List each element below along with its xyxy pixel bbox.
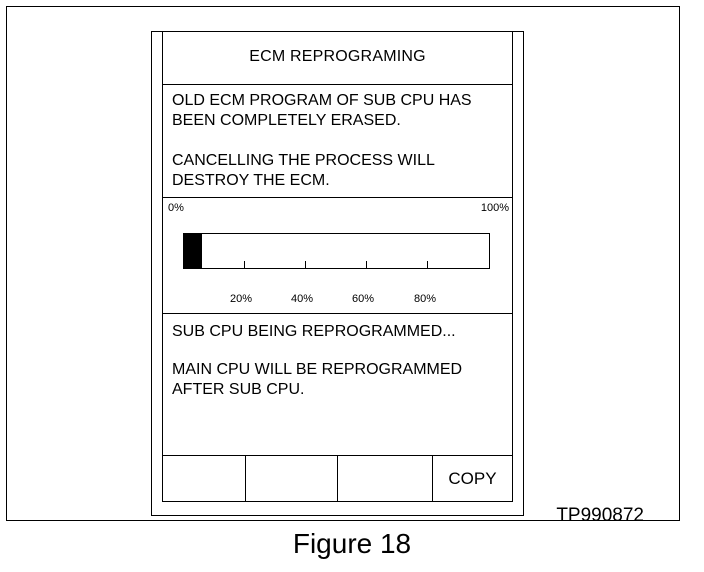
tester-screen: ECM REPROGRAMING OLD ECM PROGRAM OF SUB … bbox=[162, 32, 513, 502]
progress-tick bbox=[305, 261, 306, 268]
progress-bar bbox=[183, 233, 490, 269]
progress-section: 0% 100% 20% 40% 60% 80% bbox=[163, 198, 512, 314]
function-key-2[interactable] bbox=[246, 456, 338, 502]
message-line: DESTROY THE ECM. bbox=[172, 172, 330, 189]
tick-label-20: 20% bbox=[230, 293, 253, 305]
message-line: OLD ECM PROGRAM OF SUB CPU HAS bbox=[172, 92, 472, 109]
status-line: AFTER SUB CPU. bbox=[172, 381, 305, 398]
message-line: BEEN COMPLETELY ERASED. bbox=[172, 112, 401, 129]
copy-button[interactable]: COPY bbox=[448, 469, 497, 488]
tick-label-60: 60% bbox=[352, 293, 375, 305]
warning-message-box: OLD ECM PROGRAM OF SUB CPU HAS BEEN COMP… bbox=[163, 84, 512, 198]
function-key-1[interactable] bbox=[163, 456, 246, 502]
progress-max-label: 100% bbox=[480, 202, 509, 214]
function-key-bar: COPY bbox=[163, 455, 512, 502]
tick-label-40: 40% bbox=[291, 293, 314, 305]
message-line: CANCELLING THE PROCESS WILL bbox=[172, 152, 435, 169]
function-key-3[interactable] bbox=[338, 456, 433, 502]
figure-caption: Figure 18 bbox=[292, 528, 412, 559]
progress-tick bbox=[427, 261, 428, 268]
progress-tick bbox=[366, 261, 367, 268]
status-line: SUB CPU BEING REPROGRAMMED... bbox=[172, 323, 456, 340]
reference-code: TP990872 bbox=[556, 505, 644, 526]
status-line: MAIN CPU WILL BE REPROGRAMMED bbox=[172, 361, 463, 378]
tick-label-80: 80% bbox=[414, 293, 437, 305]
screen-title: ECM REPROGRAMING bbox=[249, 48, 426, 65]
progress-min-label: 0% bbox=[168, 202, 184, 214]
progress-tick bbox=[244, 261, 245, 268]
figure-frame: ECM REPROGRAMING OLD ECM PROGRAM OF SUB … bbox=[6, 6, 680, 526]
tester-device: ECM REPROGRAMING OLD ECM PROGRAM OF SUB … bbox=[151, 31, 524, 516]
status-message-area: SUB CPU BEING REPROGRAMMED... MAIN CPU W… bbox=[163, 314, 512, 456]
progress-bar-fill bbox=[184, 234, 203, 268]
